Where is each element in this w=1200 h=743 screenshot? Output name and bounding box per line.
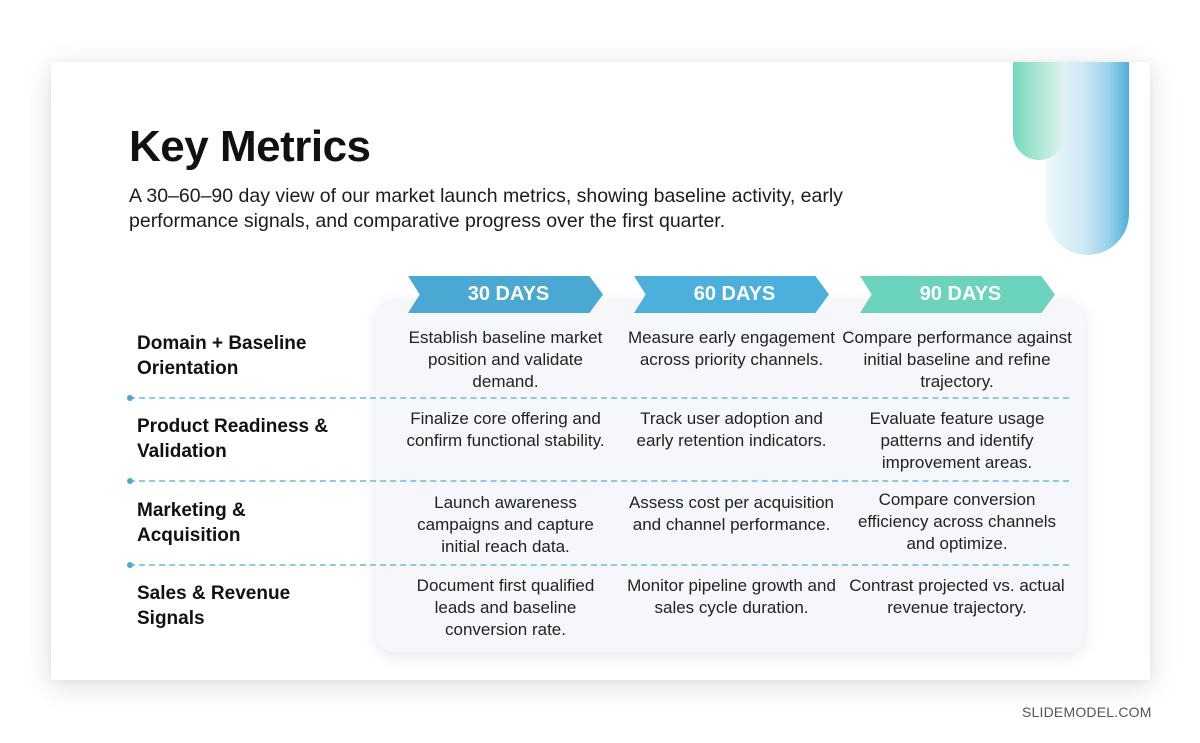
row-label-sales-revenue: Sales & Revenue Signals	[137, 583, 291, 629]
cell-r4-60: Monitor pipeline growth and sales cycle …	[627, 576, 836, 617]
row-label-product-readiness: Product Readiness & Validation	[137, 416, 329, 462]
slide-title: Key Metrics	[129, 122, 371, 171]
cell-r4-90: Contrast projected vs. actual revenue tr…	[849, 576, 1065, 617]
row-divider	[127, 478, 1069, 484]
column-header-60-days: 60 DAYS	[634, 276, 829, 313]
column-header-30-days: 30 DAYS	[408, 276, 603, 313]
cell-r3-30: Launch awareness campaigns and capture i…	[417, 493, 594, 556]
row-label-domain-baseline: Domain + Baseline Orientation	[137, 333, 307, 379]
divider-dot	[127, 478, 133, 484]
slide: Key Metrics A 30–60–90 day view of our m…	[51, 62, 1150, 680]
metrics-panel	[376, 300, 1085, 652]
divider-dot	[127, 562, 133, 568]
slide-subtitle: A 30–60–90 day view of our market launch…	[129, 185, 843, 232]
cell-r1-90: Compare performance against initial base…	[842, 328, 1072, 391]
cell-r2-90: Evaluate feature usage patterns and iden…	[869, 409, 1045, 472]
row-label-marketing-acquisition: Marketing & Acquisition	[137, 500, 246, 546]
cell-r2-60: Track user adoption and early retention …	[636, 409, 827, 450]
decorative-pill-green	[1013, 62, 1065, 160]
cell-r1-30: Establish baseline market position and v…	[408, 328, 603, 391]
cell-r2-30: Finalize core offering and confirm funct…	[406, 409, 605, 450]
column-header-90-days: 90 DAYS	[860, 276, 1055, 313]
cell-r4-30: Document first qualified leads and basel…	[416, 576, 595, 639]
cell-r3-60: Assess cost per acquisition and channel …	[628, 493, 835, 534]
cell-r3-90: Compare conversion efficiency across cha…	[857, 490, 1057, 553]
row-divider	[127, 562, 1069, 568]
watermark: SLIDEMODEL.COM	[1022, 704, 1152, 720]
cell-r1-60: Measure early engagement across priority…	[628, 328, 835, 369]
divider-dot	[127, 395, 133, 401]
row-divider	[127, 395, 1069, 401]
